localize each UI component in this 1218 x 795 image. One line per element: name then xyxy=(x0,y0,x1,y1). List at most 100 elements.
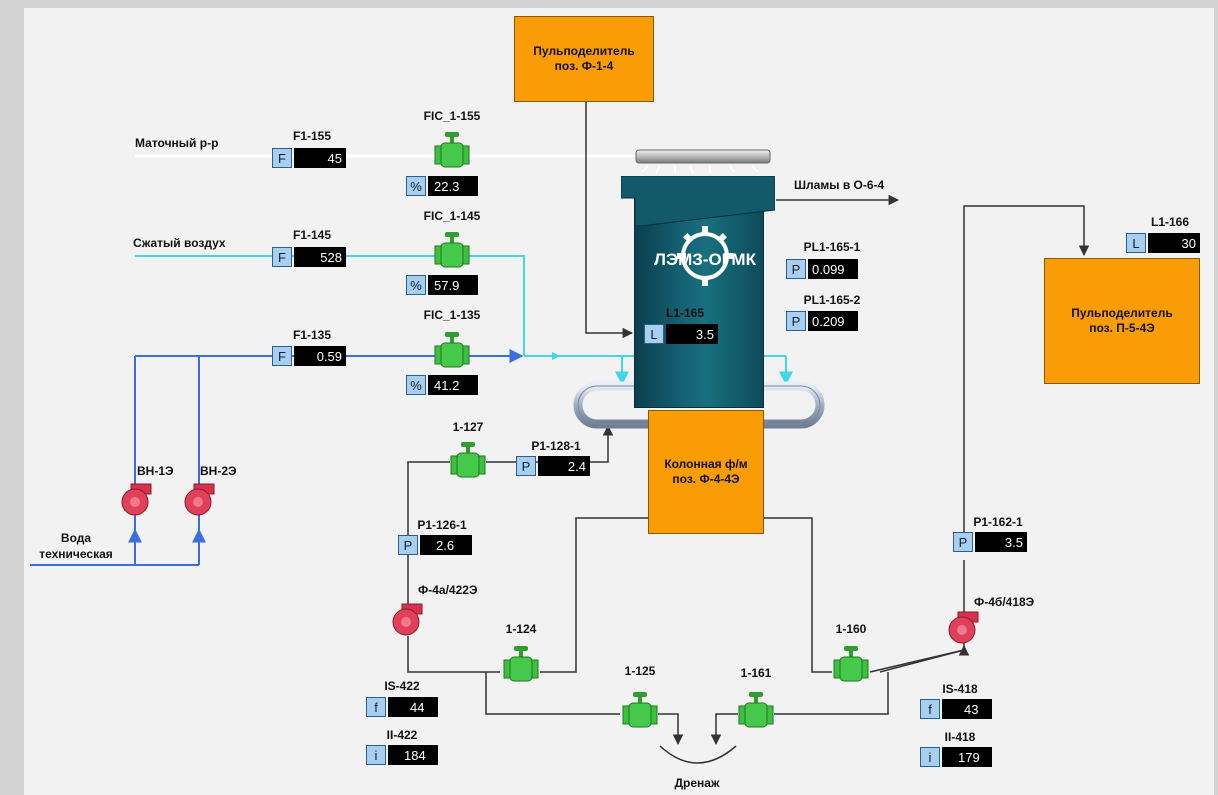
valve-1-161[interactable] xyxy=(738,690,774,728)
company-logo: ЛЭМЗ-ОГМК xyxy=(650,222,760,292)
mother-liquor-label: Маточный р-р xyxy=(135,136,219,150)
tag-key: f xyxy=(366,697,386,717)
tag-name-p1-128-1: P1-128-1 xyxy=(531,439,581,453)
tag-name-p1-126-1: P1-126-1 xyxy=(417,518,467,532)
tag-key: i xyxy=(366,745,386,765)
indicator-fic-1-155[interactable]: %22.3 xyxy=(406,176,478,196)
tag-value: 22.3 xyxy=(428,176,478,196)
valve-1-124[interactable] xyxy=(503,644,539,682)
tag-value: 0.59 xyxy=(294,346,346,366)
valve-label-1-124: 1-124 xyxy=(505,622,537,636)
valve-label-1-125: 1-125 xyxy=(624,664,656,678)
mnemonic-panel xyxy=(24,8,1214,795)
valve-1-125[interactable] xyxy=(622,690,658,728)
tag-value: 0.099 xyxy=(808,259,858,279)
tag-value: 3.5 xyxy=(975,532,1027,552)
pump-label-vn-1e: ВН-1Э xyxy=(137,464,174,478)
pump-label-f-4a-422e: Ф-4а/422Э xyxy=(418,583,478,597)
tag-key: P xyxy=(953,532,973,552)
spray-bar xyxy=(635,149,771,164)
tag-key: L xyxy=(1126,233,1146,253)
tag-value: 41.2 xyxy=(428,375,478,395)
tag-key: f xyxy=(920,699,940,719)
tag-key: % xyxy=(406,375,426,395)
tag-name-fic-1-145: FIC_1-145 xyxy=(423,209,481,223)
tag-key: P xyxy=(786,259,806,279)
valve-1-127[interactable] xyxy=(450,440,486,478)
tag-key: P xyxy=(786,311,806,331)
tag-value: 43 xyxy=(942,699,992,719)
pump-f-4b-418e[interactable] xyxy=(944,610,980,646)
tag-value: 2.6 xyxy=(420,535,472,555)
pump-vn-2e[interactable] xyxy=(180,482,216,518)
pump-label-vn-2e: ВН-2Э xyxy=(200,464,237,478)
tag-name-ii-418: II-418 xyxy=(944,730,976,744)
tag-name-l1-166: L1-166 xyxy=(1150,215,1190,229)
compressed-air-label: Сжатый воздух xyxy=(133,236,226,250)
valve-1-160[interactable] xyxy=(833,644,869,682)
tag-value: 179 xyxy=(942,747,992,767)
valve-label-1-127: 1-127 xyxy=(452,420,484,434)
tag-name-ii-422: II-422 xyxy=(386,728,418,742)
tag-key: % xyxy=(406,275,426,295)
drain-label: Дренаж xyxy=(674,776,720,790)
tag-name-fic-1-155: FIC_1-155 xyxy=(423,109,481,123)
pump-label-f-4b-418e: Ф-4б/418Э xyxy=(974,595,1035,609)
tag-name-f1-155: F1-155 xyxy=(292,129,332,143)
tag-key: F xyxy=(272,346,292,366)
tag-name-is-422: IS-422 xyxy=(384,679,420,693)
valve-label-1-160: 1-160 xyxy=(835,622,867,636)
tag-name-is-418: IS-418 xyxy=(942,682,978,696)
tag-name-fic-1-135: FIC_1-135 xyxy=(423,308,481,322)
tag-key: i xyxy=(920,747,940,767)
tag-value: 44 xyxy=(388,697,438,717)
tag-key: L xyxy=(644,324,664,344)
pump-f-4a-422e[interactable] xyxy=(388,602,424,638)
tag-key: F xyxy=(272,148,292,168)
tag-key: P xyxy=(398,535,418,555)
valve-label-1-161: 1-161 xyxy=(740,666,772,680)
tag-value: 57.9 xyxy=(428,275,478,295)
tag-name-l1-165: L1-165 xyxy=(665,306,705,320)
distributor-f-1-4[interactable]: Пульподелитель поз. Ф-1-4 xyxy=(514,16,654,102)
pump-vn-1e[interactable] xyxy=(117,482,153,518)
tag-key: P xyxy=(516,456,536,476)
tag-key: F xyxy=(272,247,292,267)
control-valve-fic-1-155[interactable] xyxy=(434,130,470,168)
control-valve-fic-1-145[interactable] xyxy=(434,230,470,268)
tag-value: 3.5 xyxy=(666,324,718,344)
indicator-fic-1-145[interactable]: %57.9 xyxy=(406,275,478,295)
distributor-p-5-4e[interactable]: Пульподелитель поз. П-5-4Э xyxy=(1044,258,1200,384)
tag-value: 30 xyxy=(1148,233,1200,253)
tag-name-f1-135: F1-135 xyxy=(292,328,332,342)
column-head xyxy=(621,176,775,226)
tag-name-pl1-165-1: PL1-165-1 xyxy=(803,240,861,254)
tag-value: 184 xyxy=(388,745,438,765)
tag-name-p1-162-1: P1-162-1 xyxy=(973,515,1023,529)
column-filter-press[interactable]: Колонная ф/м поз. Ф-4-4Э xyxy=(648,410,764,534)
indicator-fic-1-135[interactable]: %41.2 xyxy=(406,375,478,395)
tag-value: 2.4 xyxy=(538,456,590,476)
tag-value: 528 xyxy=(294,247,346,267)
tag-value: 0.209 xyxy=(808,311,858,331)
control-valve-fic-1-135[interactable] xyxy=(434,330,470,368)
tag-value: 45 xyxy=(294,148,346,168)
logo-text: ЛЭМЗ-ОГМК xyxy=(654,250,756,269)
tag-name-pl1-165-2: PL1-165-2 xyxy=(803,293,861,307)
